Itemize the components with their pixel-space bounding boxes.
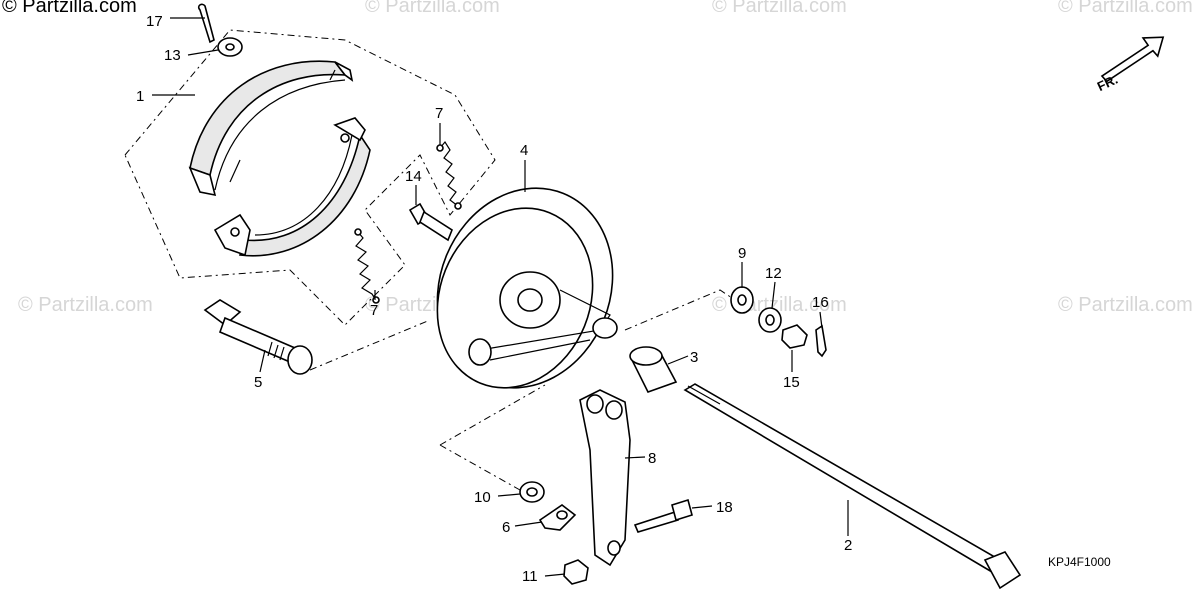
leader-lines [152, 17, 849, 577]
callout-1: 1 [136, 88, 144, 105]
callout-8: 8 [648, 450, 656, 467]
cotter-pin-17 [197, 3, 215, 44]
assembly-outline [309, 319, 431, 371]
callout-13: 13 [164, 47, 181, 64]
callout-2: 2 [844, 537, 852, 554]
callout-16: 16 [812, 294, 829, 311]
diagram-code: KPJ4F1000 [1048, 555, 1111, 569]
assembly-outline [439, 384, 546, 446]
watermark: © Partzilla.com [18, 294, 153, 316]
cam-shaft-5 [203, 299, 313, 375]
callout-10: 10 [474, 489, 491, 506]
callout-15: 15 [783, 374, 800, 391]
callout-7-lower: 7 [370, 302, 378, 319]
brake-arm-8 [579, 389, 631, 567]
callout-7-upper: 7 [435, 105, 443, 122]
collar-3 [629, 346, 678, 393]
watermark: © Partzilla.com [365, 0, 500, 17]
spring-7-upper [436, 140, 462, 210]
bolt-18 [633, 498, 693, 533]
callout-17: 17 [146, 13, 163, 30]
washer-10 [519, 481, 545, 503]
watermark: © Partzilla.com [1058, 294, 1193, 316]
brake-panel-4 [436, 187, 618, 389]
assembly-outline [624, 289, 736, 331]
nut-15 [781, 324, 808, 349]
bolt-14 [408, 202, 453, 242]
brake-shoe-upper [188, 60, 354, 197]
assembly-outline [124, 29, 496, 326]
watermark-top-left: © Partzilla.com [2, 0, 137, 17]
cotter-pin-16 [815, 324, 827, 358]
washer-9 [730, 286, 754, 314]
callout-9: 9 [738, 245, 746, 262]
brake-shoe-lower [213, 117, 371, 257]
callout-14: 14 [405, 168, 422, 185]
washer-13 [217, 37, 243, 57]
front-direction-arrow: FR. [1095, 36, 1165, 94]
axle-2 [683, 383, 1022, 590]
washer-12 [758, 307, 782, 333]
nut-11 [563, 559, 589, 585]
callout-5: 5 [254, 374, 262, 391]
callout-12: 12 [765, 265, 782, 282]
callout-3: 3 [690, 349, 698, 366]
callout-11: 11 [522, 568, 538, 585]
callout-18: 18 [716, 499, 733, 516]
callout-4: 4 [520, 142, 528, 159]
watermark: © Partzilla.com [712, 0, 847, 17]
callout-6: 6 [502, 519, 510, 536]
indicator-plate-6 [538, 504, 577, 531]
assembly-outline [439, 444, 521, 491]
watermark: © Partzilla.com [1058, 0, 1193, 17]
